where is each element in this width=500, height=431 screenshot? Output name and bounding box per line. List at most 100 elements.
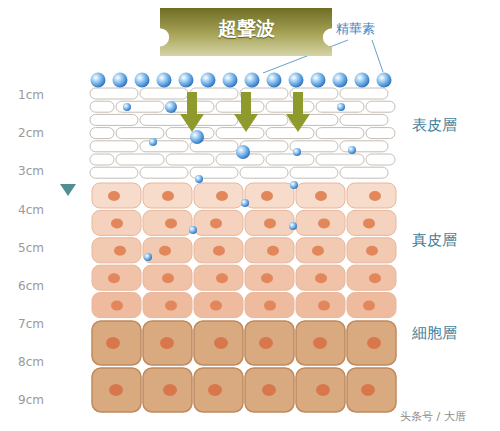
layer-name: 細胞層 bbox=[412, 325, 457, 342]
basal-cell bbox=[347, 368, 396, 412]
depth-mark: 9cm bbox=[18, 394, 44, 407]
cell-nucleus bbox=[159, 246, 171, 256]
epidermis-cell bbox=[340, 167, 388, 178]
serum-droplet bbox=[236, 145, 250, 159]
dermis-cell bbox=[347, 238, 396, 263]
cell-nucleus bbox=[108, 273, 120, 283]
dermis-cell bbox=[296, 210, 345, 235]
watermark: 头条号 / 大厝 bbox=[400, 411, 466, 423]
serum-droplet bbox=[245, 73, 260, 88]
cell-nucleus bbox=[114, 246, 126, 256]
depth-mark: 1cm bbox=[18, 89, 44, 102]
cell-nucleus bbox=[165, 301, 177, 311]
cell-nucleus bbox=[264, 301, 276, 311]
dermis-cell bbox=[92, 210, 141, 235]
cell-nucleus bbox=[106, 337, 120, 349]
cell-nucleus bbox=[315, 191, 327, 201]
cell-nucleus bbox=[318, 301, 330, 311]
penetration-arrow bbox=[180, 114, 204, 132]
serum-droplet bbox=[289, 73, 304, 88]
layer-name: 表皮層 bbox=[412, 117, 457, 134]
epidermis-cell bbox=[166, 154, 214, 165]
serum-droplet bbox=[190, 130, 204, 144]
depth-mark: 8cm bbox=[18, 356, 44, 369]
dermis-cell bbox=[245, 265, 294, 290]
dermis-cell bbox=[245, 238, 294, 263]
cell-nucleus bbox=[111, 218, 123, 228]
penetration-arrow bbox=[241, 92, 251, 116]
cell-nucleus bbox=[210, 218, 222, 228]
penetration-arrow bbox=[234, 114, 258, 132]
serum-droplet bbox=[241, 199, 249, 207]
dermis-cell bbox=[296, 183, 345, 208]
depth-mark: 6cm bbox=[18, 280, 44, 293]
cell-nucleus bbox=[367, 337, 381, 349]
dermis-cell bbox=[347, 210, 396, 235]
serum-droplet bbox=[333, 73, 348, 88]
cell-nucleus bbox=[369, 273, 381, 283]
layer-name: 真皮層 bbox=[412, 232, 457, 249]
cell-nucleus bbox=[318, 218, 330, 228]
epidermis-cell bbox=[90, 167, 138, 178]
cell-nucleus bbox=[363, 301, 375, 311]
basal-cell bbox=[296, 368, 345, 412]
dermis-cell bbox=[143, 183, 192, 208]
device-label: 超聲波 bbox=[218, 16, 275, 42]
dermis-cell bbox=[347, 265, 396, 290]
epidermis-cell bbox=[90, 101, 114, 112]
epidermis-cell bbox=[216, 128, 264, 139]
epidermis-cell bbox=[366, 154, 395, 165]
cell-nucleus bbox=[108, 191, 120, 201]
cell-nucleus bbox=[216, 191, 228, 201]
basal-cell bbox=[143, 321, 192, 365]
cell-nucleus bbox=[162, 191, 174, 201]
depth-mark: 4cm bbox=[18, 204, 44, 217]
dermis-cell bbox=[92, 183, 141, 208]
penetration-arrow bbox=[293, 92, 303, 116]
basal-cell bbox=[245, 368, 294, 412]
cell-nucleus bbox=[264, 218, 276, 228]
epidermis-cell bbox=[290, 167, 338, 178]
dermis-cell bbox=[194, 293, 243, 318]
epidermis-cell bbox=[316, 101, 364, 112]
epidermis-cell bbox=[266, 128, 314, 139]
serum-droplet bbox=[267, 73, 282, 88]
cell-nucleus bbox=[261, 273, 273, 283]
dermis-cell bbox=[296, 238, 345, 263]
cell-nucleus bbox=[312, 246, 324, 256]
cell-nucleus bbox=[111, 301, 123, 311]
cell-nucleus bbox=[160, 337, 174, 349]
callout-label: 精華素 bbox=[336, 22, 375, 36]
dermis-cell bbox=[347, 293, 396, 318]
penetration-arrow bbox=[286, 114, 310, 132]
epidermis-cell bbox=[340, 141, 388, 152]
epidermis-cell bbox=[90, 128, 114, 139]
basal-cell bbox=[143, 368, 192, 412]
cell-nucleus bbox=[313, 337, 327, 349]
serum-droplet bbox=[195, 175, 203, 183]
cell-nucleus bbox=[361, 384, 375, 396]
epidermis-cell bbox=[140, 167, 188, 178]
depth-mark: 7cm bbox=[18, 318, 44, 331]
dermis-cell bbox=[143, 238, 192, 263]
serum-droplet bbox=[311, 73, 326, 88]
serum-droplet bbox=[377, 73, 392, 88]
epidermis-cell bbox=[316, 128, 364, 139]
depth-mark: 5cm bbox=[18, 242, 44, 255]
epidermis-cell bbox=[90, 154, 114, 165]
epidermis-cell bbox=[216, 101, 264, 112]
serum-droplet bbox=[289, 222, 297, 230]
epidermis-cell bbox=[340, 114, 388, 125]
dermis-cell bbox=[92, 265, 141, 290]
epidermis-cell bbox=[140, 141, 188, 152]
serum-droplet bbox=[123, 103, 131, 111]
cell-nucleus bbox=[163, 384, 177, 396]
serum-droplet bbox=[149, 138, 157, 146]
dermis-cell bbox=[194, 210, 243, 235]
leader-line bbox=[372, 40, 383, 72]
cell-nucleus bbox=[208, 384, 222, 396]
penetration-arrow bbox=[187, 92, 197, 116]
dermis-cell bbox=[245, 293, 294, 318]
cell-nucleus bbox=[109, 384, 123, 396]
serum-droplet bbox=[293, 148, 301, 156]
